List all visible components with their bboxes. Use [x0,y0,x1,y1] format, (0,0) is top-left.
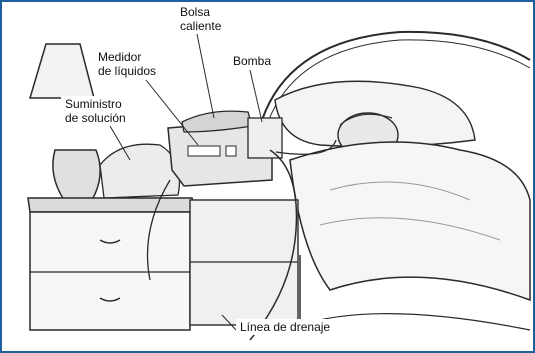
label-solution-supply-line-2: de solución [65,111,126,125]
label-fluid-meter-line-2: de líquidos [98,64,157,78]
label-drain-line: Línea de drenaje [236,319,335,335]
headboard [261,30,531,121]
hair [339,113,393,126]
leader-pump [249,69,263,123]
solution-bag [99,143,181,199]
supply-tube [146,179,171,281]
label-fluid-meter-line-1: Medidor [98,50,142,64]
drain-tube [249,149,298,341]
nightstand-body [29,211,191,331]
blanket-fold-1 [329,181,471,201]
fluid-meter-display [187,145,221,157]
lamp-base [52,149,101,201]
patient-tube [275,139,337,155]
label-hot-bag-line-1: Bolsa [180,5,211,19]
leader-drain [221,314,237,331]
blanket [289,141,531,302]
machine-button [225,145,237,157]
blanket-fold-2 [319,217,501,241]
drawer-handle-2 [99,297,121,302]
lamp-shade [28,43,95,99]
label-hot-bag: Bolsa caliente [176,4,226,34]
leader-fluid-meter [145,79,199,146]
pump-unit [247,117,283,159]
leader-solution [109,125,131,161]
drawer-handle-1 [99,239,121,244]
label-pump: Bomba [229,53,276,69]
leader-hot-bag [196,33,215,119]
headboard-inner [267,39,531,123]
label-fluid-meter: Medidor de líquidos [94,49,161,79]
label-solution-supply: Suministro de solución [61,96,130,126]
label-hot-bag-line-2: caliente [180,19,222,33]
label-solution-supply-line-1: Suministro [65,97,122,111]
nightstand-top [27,197,197,213]
bed-frame-base [299,313,531,331]
